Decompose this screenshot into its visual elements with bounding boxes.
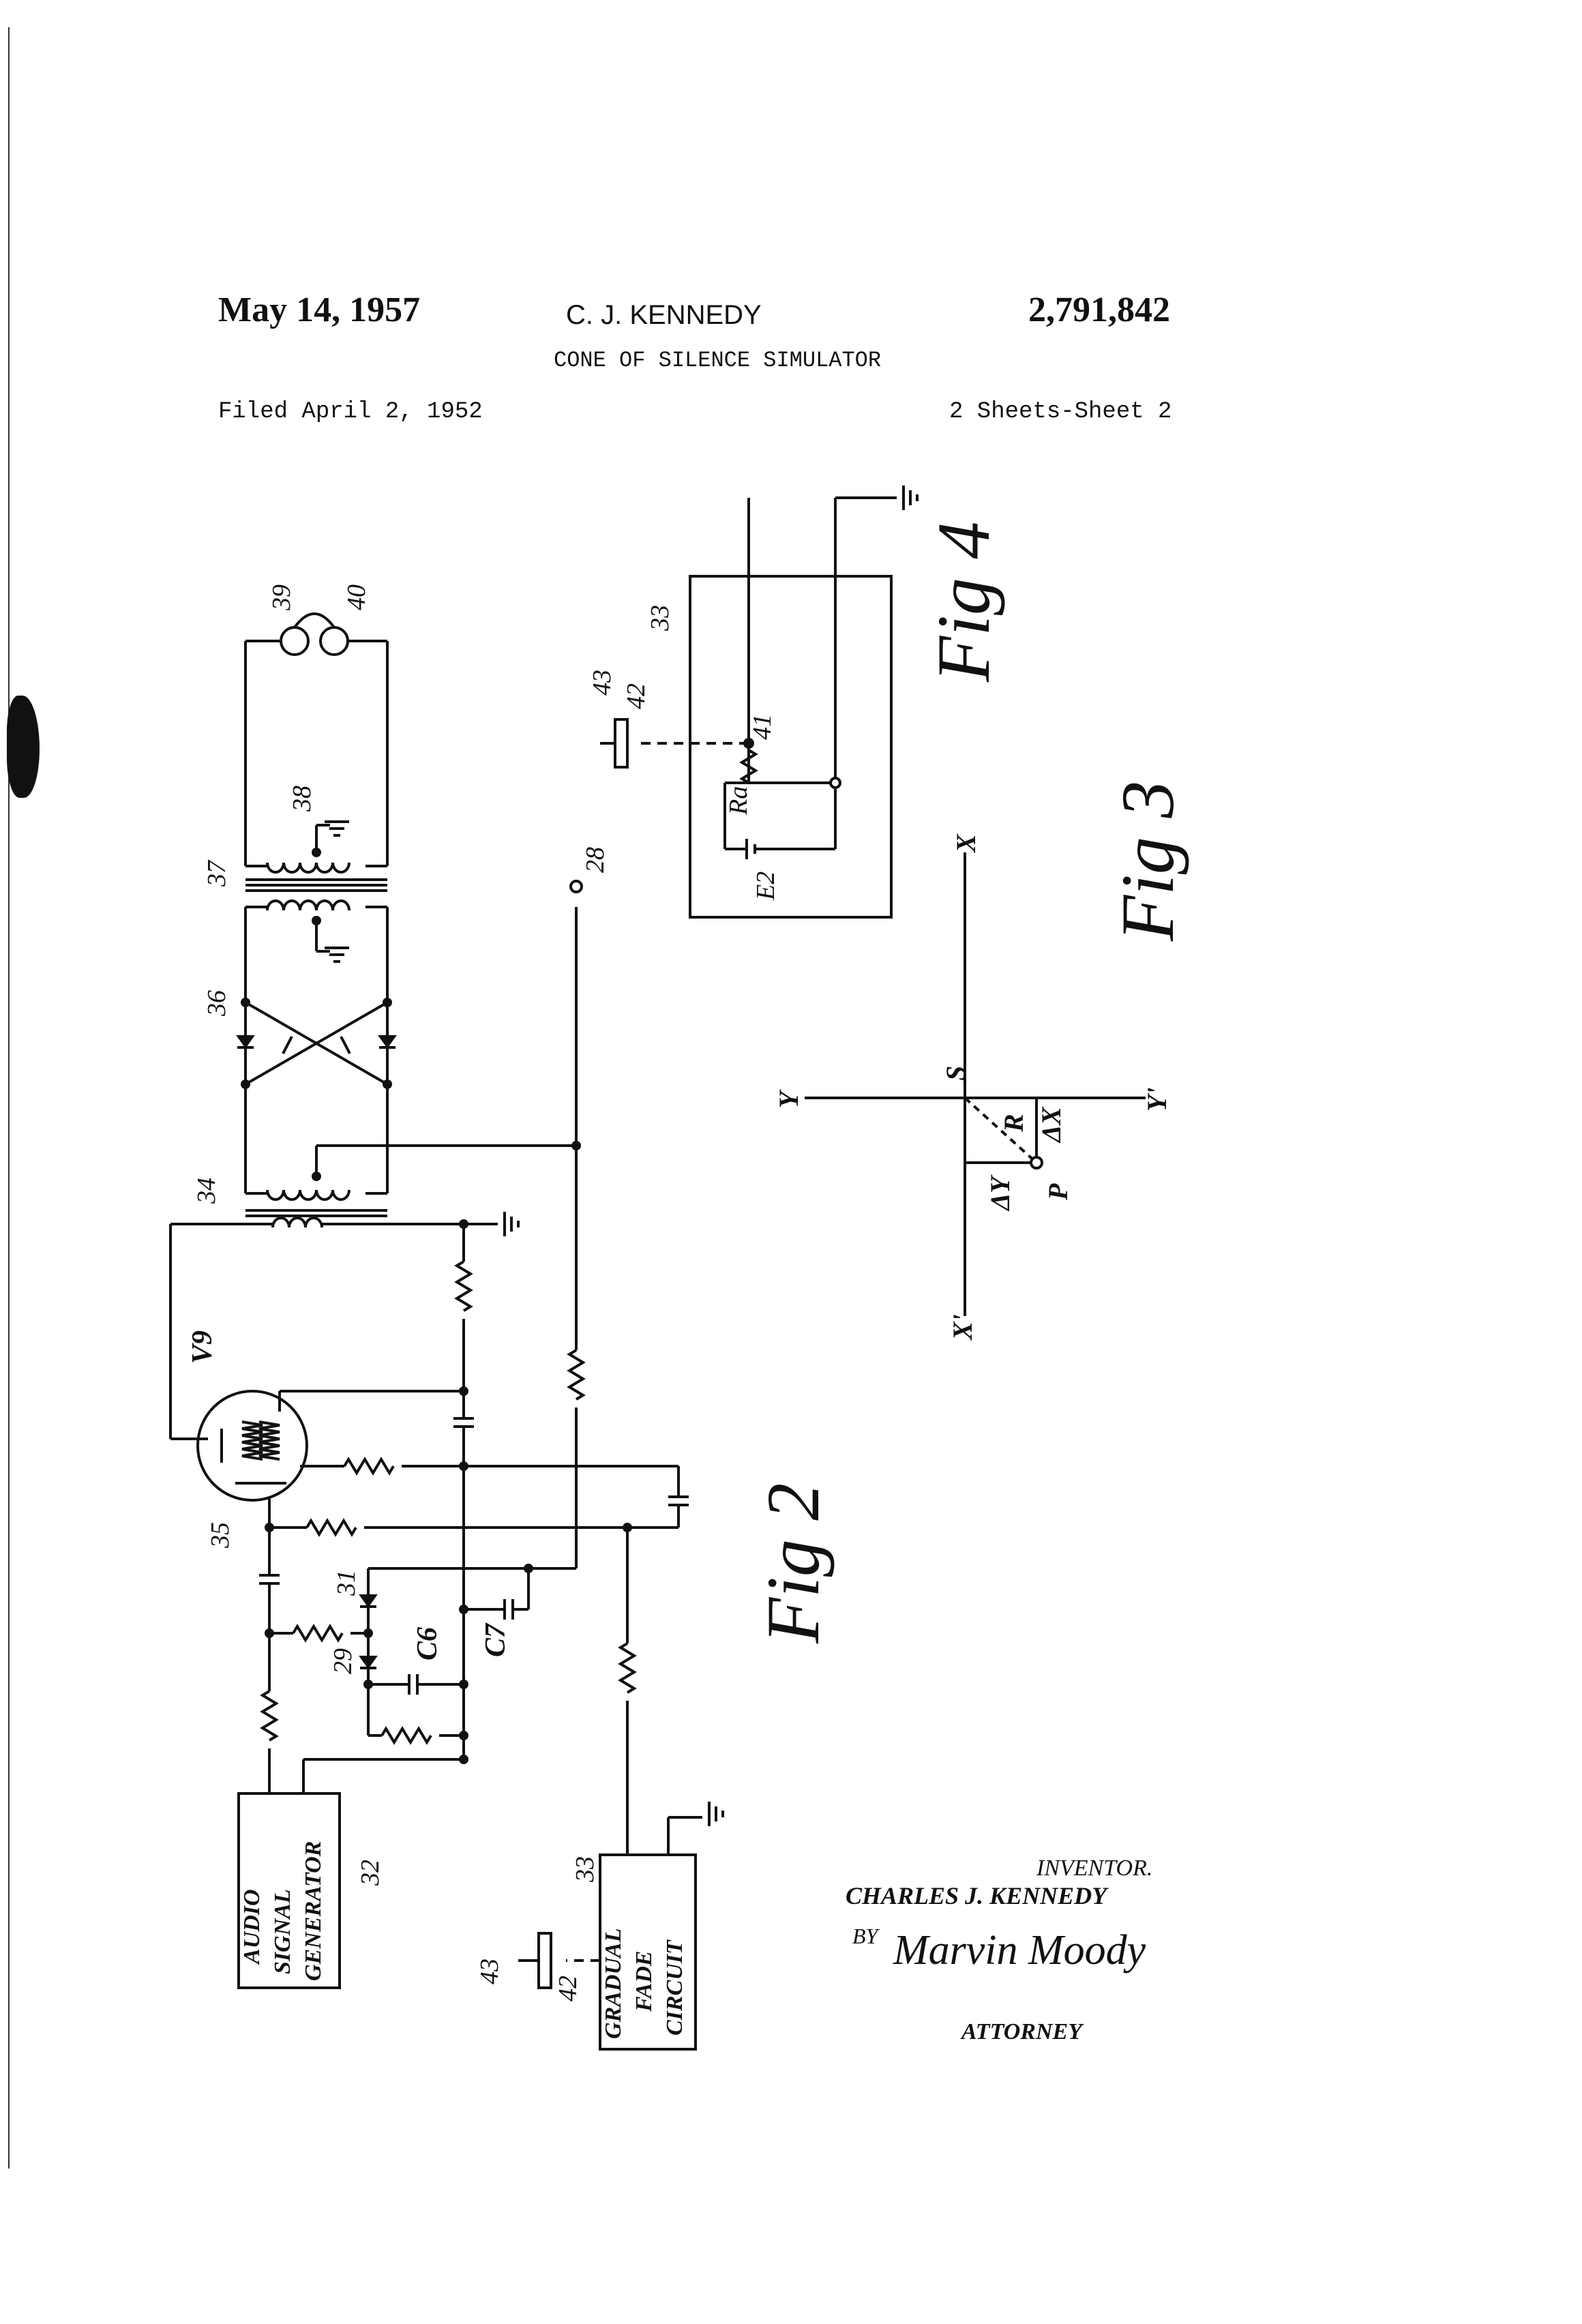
transformer-34 [169,1144,576,1440]
ref-28: 28 [581,847,610,873]
ref-36: 36 [203,990,231,1017]
audio-gen-line3: GENERATOR [301,1841,326,1981]
fig4-fade-circuit [600,484,919,919]
fade-line1: GRADUAL [601,1928,626,2039]
attorney-label: ATTORNEY [960,2019,1084,2044]
ink-blot [7,696,40,798]
label-v9: V9 [187,1330,218,1364]
fade-line3: CIRCUIT [662,1939,687,2036]
axis-x-prime: X' [947,1314,978,1341]
ref-33: 33 [646,605,674,631]
ref-29: 29 [329,1648,357,1674]
transformer-37 [244,820,389,1002]
audio-gen-line2: SIGNAL [270,1889,295,1974]
ref-42c: 42 [554,1976,582,2001]
inventor-signature-name: CHARLES J. KENNEDY [846,1882,1109,1909]
patent-title: CONE OF SILENCE SIMULATOR [554,348,882,373]
ref-39: 39 [267,584,296,611]
axis-x: X [951,833,981,854]
ref-43b: 43 [475,1958,504,1984]
ref-31: 31 [332,1570,361,1596]
ref-38: 38 [288,786,316,812]
axis-y: Y [773,1089,804,1108]
label-r: R [998,1114,1029,1133]
sheet-count: 2 Sheets-Sheet 2 [949,399,1172,425]
ref-37: 37 [203,859,231,887]
origin-s: S [940,1066,971,1081]
ref-33b: 33 [571,1856,599,1883]
ref-42: 42 [622,683,651,709]
ref-41: 41 [748,714,777,740]
bridge-rectifier-36 [236,1001,397,1193]
label-e2: E2 [751,872,780,901]
patent-date: May 14, 1957 [218,290,421,329]
patent-number: 2,791,842 [1028,290,1170,329]
page-edge-line [8,27,10,2169]
ref-34: 34 [192,1178,221,1204]
by-label: BY [852,1924,880,1948]
attorney-signature: Marvin Moody [893,1927,1146,1973]
label-ra: Ra [724,786,753,816]
axis-y-prime: Y' [1141,1087,1172,1112]
fig3-coordinates [805,852,1146,1316]
ref-32: 32 [356,1860,385,1886]
label-c7: C7 [480,1622,511,1657]
lamp-39-40 [244,612,389,866]
vacuum-tube-v9 [196,1390,464,1528]
fig2-schematic [169,612,724,2051]
ref-35: 35 [206,1522,235,1549]
fig2-caption: Fig 2 [751,1483,835,1644]
delta-x: ΔX [1036,1106,1066,1144]
point-p: P [1043,1183,1073,1201]
ref-43: 43 [588,670,616,696]
inventor-name: C. J. KENNEDY [566,300,762,330]
ref-40: 40 [342,584,371,610]
label-c6: C6 [412,1627,443,1660]
audio-gen-line1: AUDIO [239,1889,265,1965]
fade-line2: FADE [631,1951,657,2012]
delta-y: ΔY [985,1174,1015,1212]
inventor-label: INVENTOR. [1036,1856,1152,1881]
filed-date: Filed April 2, 1952 [218,399,483,425]
fig4-caption: Fig 4 [922,522,1005,683]
fig3-caption: Fig 3 [1106,781,1189,942]
